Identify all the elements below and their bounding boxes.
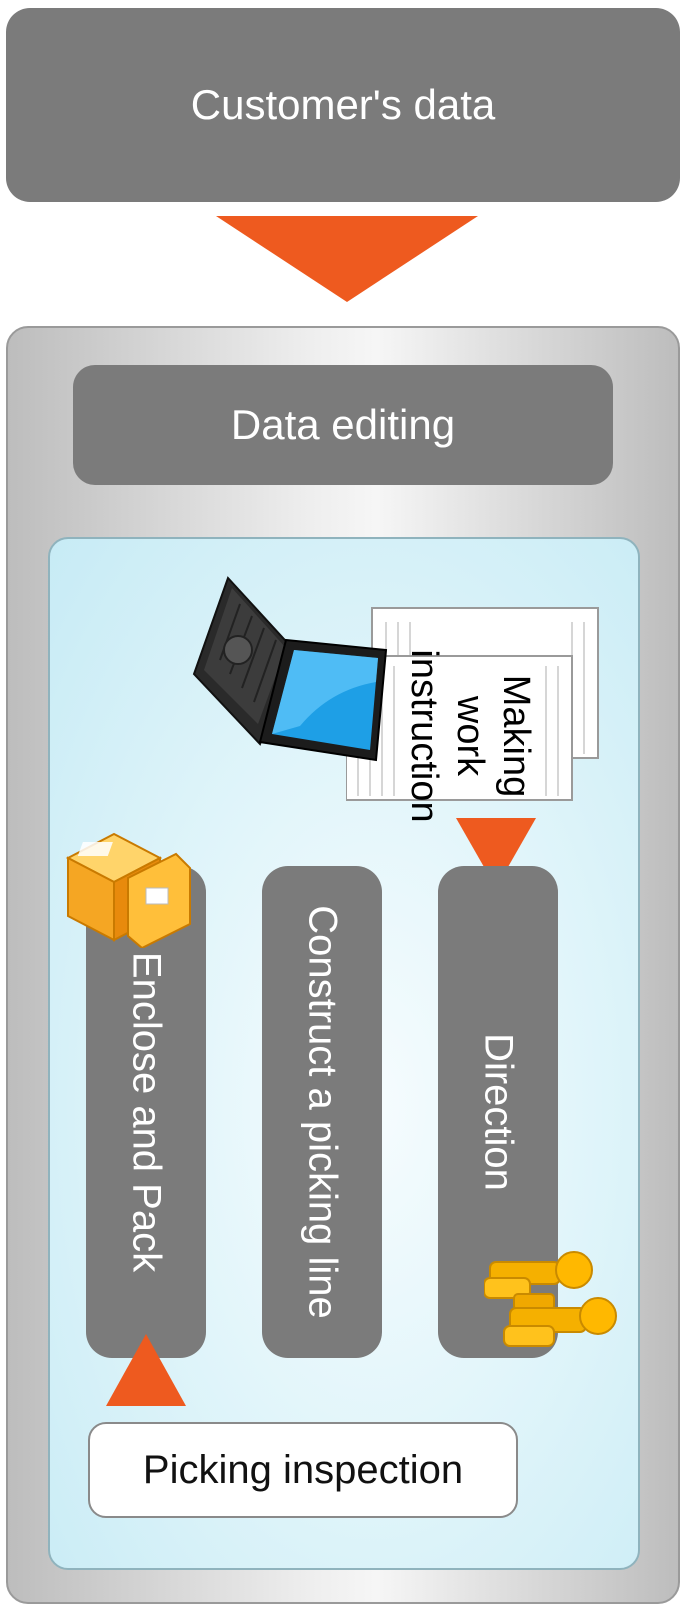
- boxes-icon: [65, 832, 191, 948]
- customers-data-label: Customer's data: [190, 81, 496, 128]
- customers-data-box: Customer's data: [6, 8, 680, 202]
- up-arrow-enclose: [106, 1334, 186, 1406]
- down-arrow-main: [216, 216, 478, 302]
- enclose-and-pack-column: Enclose and Pack: [86, 866, 206, 1358]
- doc-line-making: Making: [495, 674, 537, 798]
- people-icon: [484, 1251, 617, 1347]
- direction-label: Direction: [476, 1033, 521, 1191]
- laptop-icon: [192, 576, 388, 762]
- data-editing-label: Data editing: [230, 401, 456, 448]
- construct-picking-line-label: Construct a picking line: [300, 905, 345, 1319]
- making-work-instruction-text: Making work instruction: [401, 649, 539, 822]
- data-editing-box: Data editing: [73, 365, 613, 485]
- doc-line-work: work: [449, 695, 491, 777]
- construct-picking-line-column: Construct a picking line: [262, 866, 382, 1358]
- doc-line-instruction: instruction: [403, 649, 445, 823]
- picking-inspection-label: Picking inspection: [142, 1447, 464, 1492]
- down-arrow-direction: [456, 818, 536, 888]
- picking-inspection-box: Picking inspection: [88, 1422, 518, 1518]
- enclose-and-pack-label: Enclose and Pack: [124, 951, 169, 1273]
